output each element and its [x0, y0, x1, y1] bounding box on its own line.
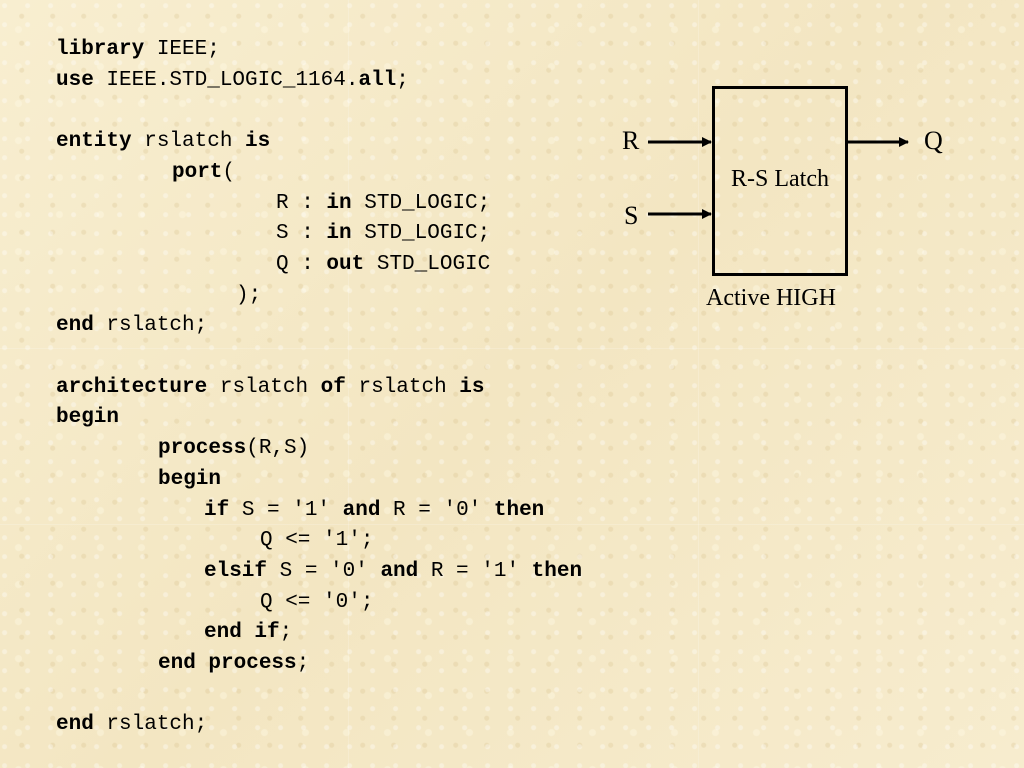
code-line: );: [236, 284, 261, 308]
code-text: STD_LOGIC;: [351, 222, 491, 245]
code-text: rslatch;: [93, 314, 208, 337]
code-line: elsif S = '0' and R = '1' then: [204, 560, 582, 584]
code-line: library IEEE;: [56, 38, 220, 62]
code-line: begin: [158, 468, 221, 492]
code-line: end rslatch;: [56, 713, 207, 737]
code-line: if S = '1' and R = '0' then: [204, 499, 544, 523]
code-keyword: then: [531, 560, 583, 583]
code-text: (R,S): [246, 437, 310, 460]
code-keyword: if: [204, 499, 230, 522]
latch-block-label: R-S Latch: [731, 166, 829, 192]
code-text: rslatch: [207, 376, 321, 399]
code-line: end rslatch;: [56, 314, 207, 338]
code-line: Q : out STD_LOGIC: [276, 253, 490, 277]
code-text: S = '1': [229, 499, 343, 522]
code-keyword: in: [326, 192, 352, 215]
code-line: begin: [56, 406, 119, 430]
code-keyword: port: [172, 161, 223, 184]
code-line: S : in STD_LOGIC;: [276, 222, 490, 246]
code-text: S = '0': [267, 560, 381, 583]
code-text: STD_LOGIC: [364, 253, 491, 276]
code-keyword: all: [358, 69, 397, 92]
code-keyword: and: [380, 560, 419, 583]
code-line: architecture rslatch of rslatch is: [56, 376, 485, 400]
input-s-label: S: [624, 201, 639, 230]
code-text: rslatch: [345, 376, 460, 399]
code-text: STD_LOGIC;: [351, 192, 491, 215]
code-keyword: elsif: [204, 560, 268, 583]
latch-block: [712, 86, 848, 276]
output-q-label: Q: [924, 126, 943, 155]
code-text: R = '0': [380, 499, 494, 522]
code-keyword: begin: [56, 406, 120, 429]
code-text: IEEE.STD_LOGIC_1164.: [93, 69, 359, 92]
code-line: use IEEE.STD_LOGIC_1164.all;: [56, 69, 409, 93]
code-keyword: is: [245, 130, 271, 153]
input-r-label: R: [622, 126, 640, 155]
code-line: end if;: [204, 621, 292, 645]
code-line: Q <= '1';: [260, 529, 373, 553]
code-text: R :: [276, 192, 327, 215]
code-keyword: and: [342, 499, 381, 522]
code-text: (: [222, 161, 236, 184]
code-keyword: end if: [204, 621, 280, 644]
code-line: port(: [172, 161, 235, 185]
code-keyword: out: [326, 253, 365, 276]
code-keyword: use: [56, 69, 94, 92]
code-text: rslatch;: [93, 713, 208, 736]
code-text: S :: [276, 222, 327, 245]
code-text: IEEE;: [144, 38, 220, 61]
code-text: );: [236, 284, 262, 307]
code-keyword: is: [459, 376, 485, 399]
code-keyword: architecture: [56, 376, 208, 399]
code-text: ;: [279, 621, 293, 644]
code-keyword: of: [320, 376, 346, 399]
code-text: Q <= '1';: [260, 529, 374, 552]
code-line: end process;: [158, 652, 309, 676]
code-text: Q <= '0';: [260, 591, 374, 614]
code-line: process(R,S): [158, 437, 309, 461]
code-keyword: library: [56, 38, 145, 61]
code-line: R : in STD_LOGIC;: [276, 192, 490, 216]
code-line: entity rslatch is: [56, 130, 270, 154]
code-keyword: entity: [56, 130, 132, 153]
code-text: rslatch: [131, 130, 246, 153]
code-keyword: end process: [158, 652, 297, 675]
code-text: Q :: [276, 253, 327, 276]
code-keyword: in: [326, 222, 352, 245]
code-keyword: then: [493, 499, 545, 522]
code-keyword: end: [56, 713, 94, 736]
code-keyword: begin: [158, 468, 222, 491]
code-line: Q <= '0';: [260, 591, 373, 615]
active-high-caption: Active HIGH: [706, 285, 836, 311]
code-text: ;: [296, 652, 310, 675]
code-keyword: end: [56, 314, 94, 337]
code-keyword: process: [158, 437, 247, 460]
code-text: R = '1': [418, 560, 532, 583]
code-text: ;: [396, 69, 409, 92]
